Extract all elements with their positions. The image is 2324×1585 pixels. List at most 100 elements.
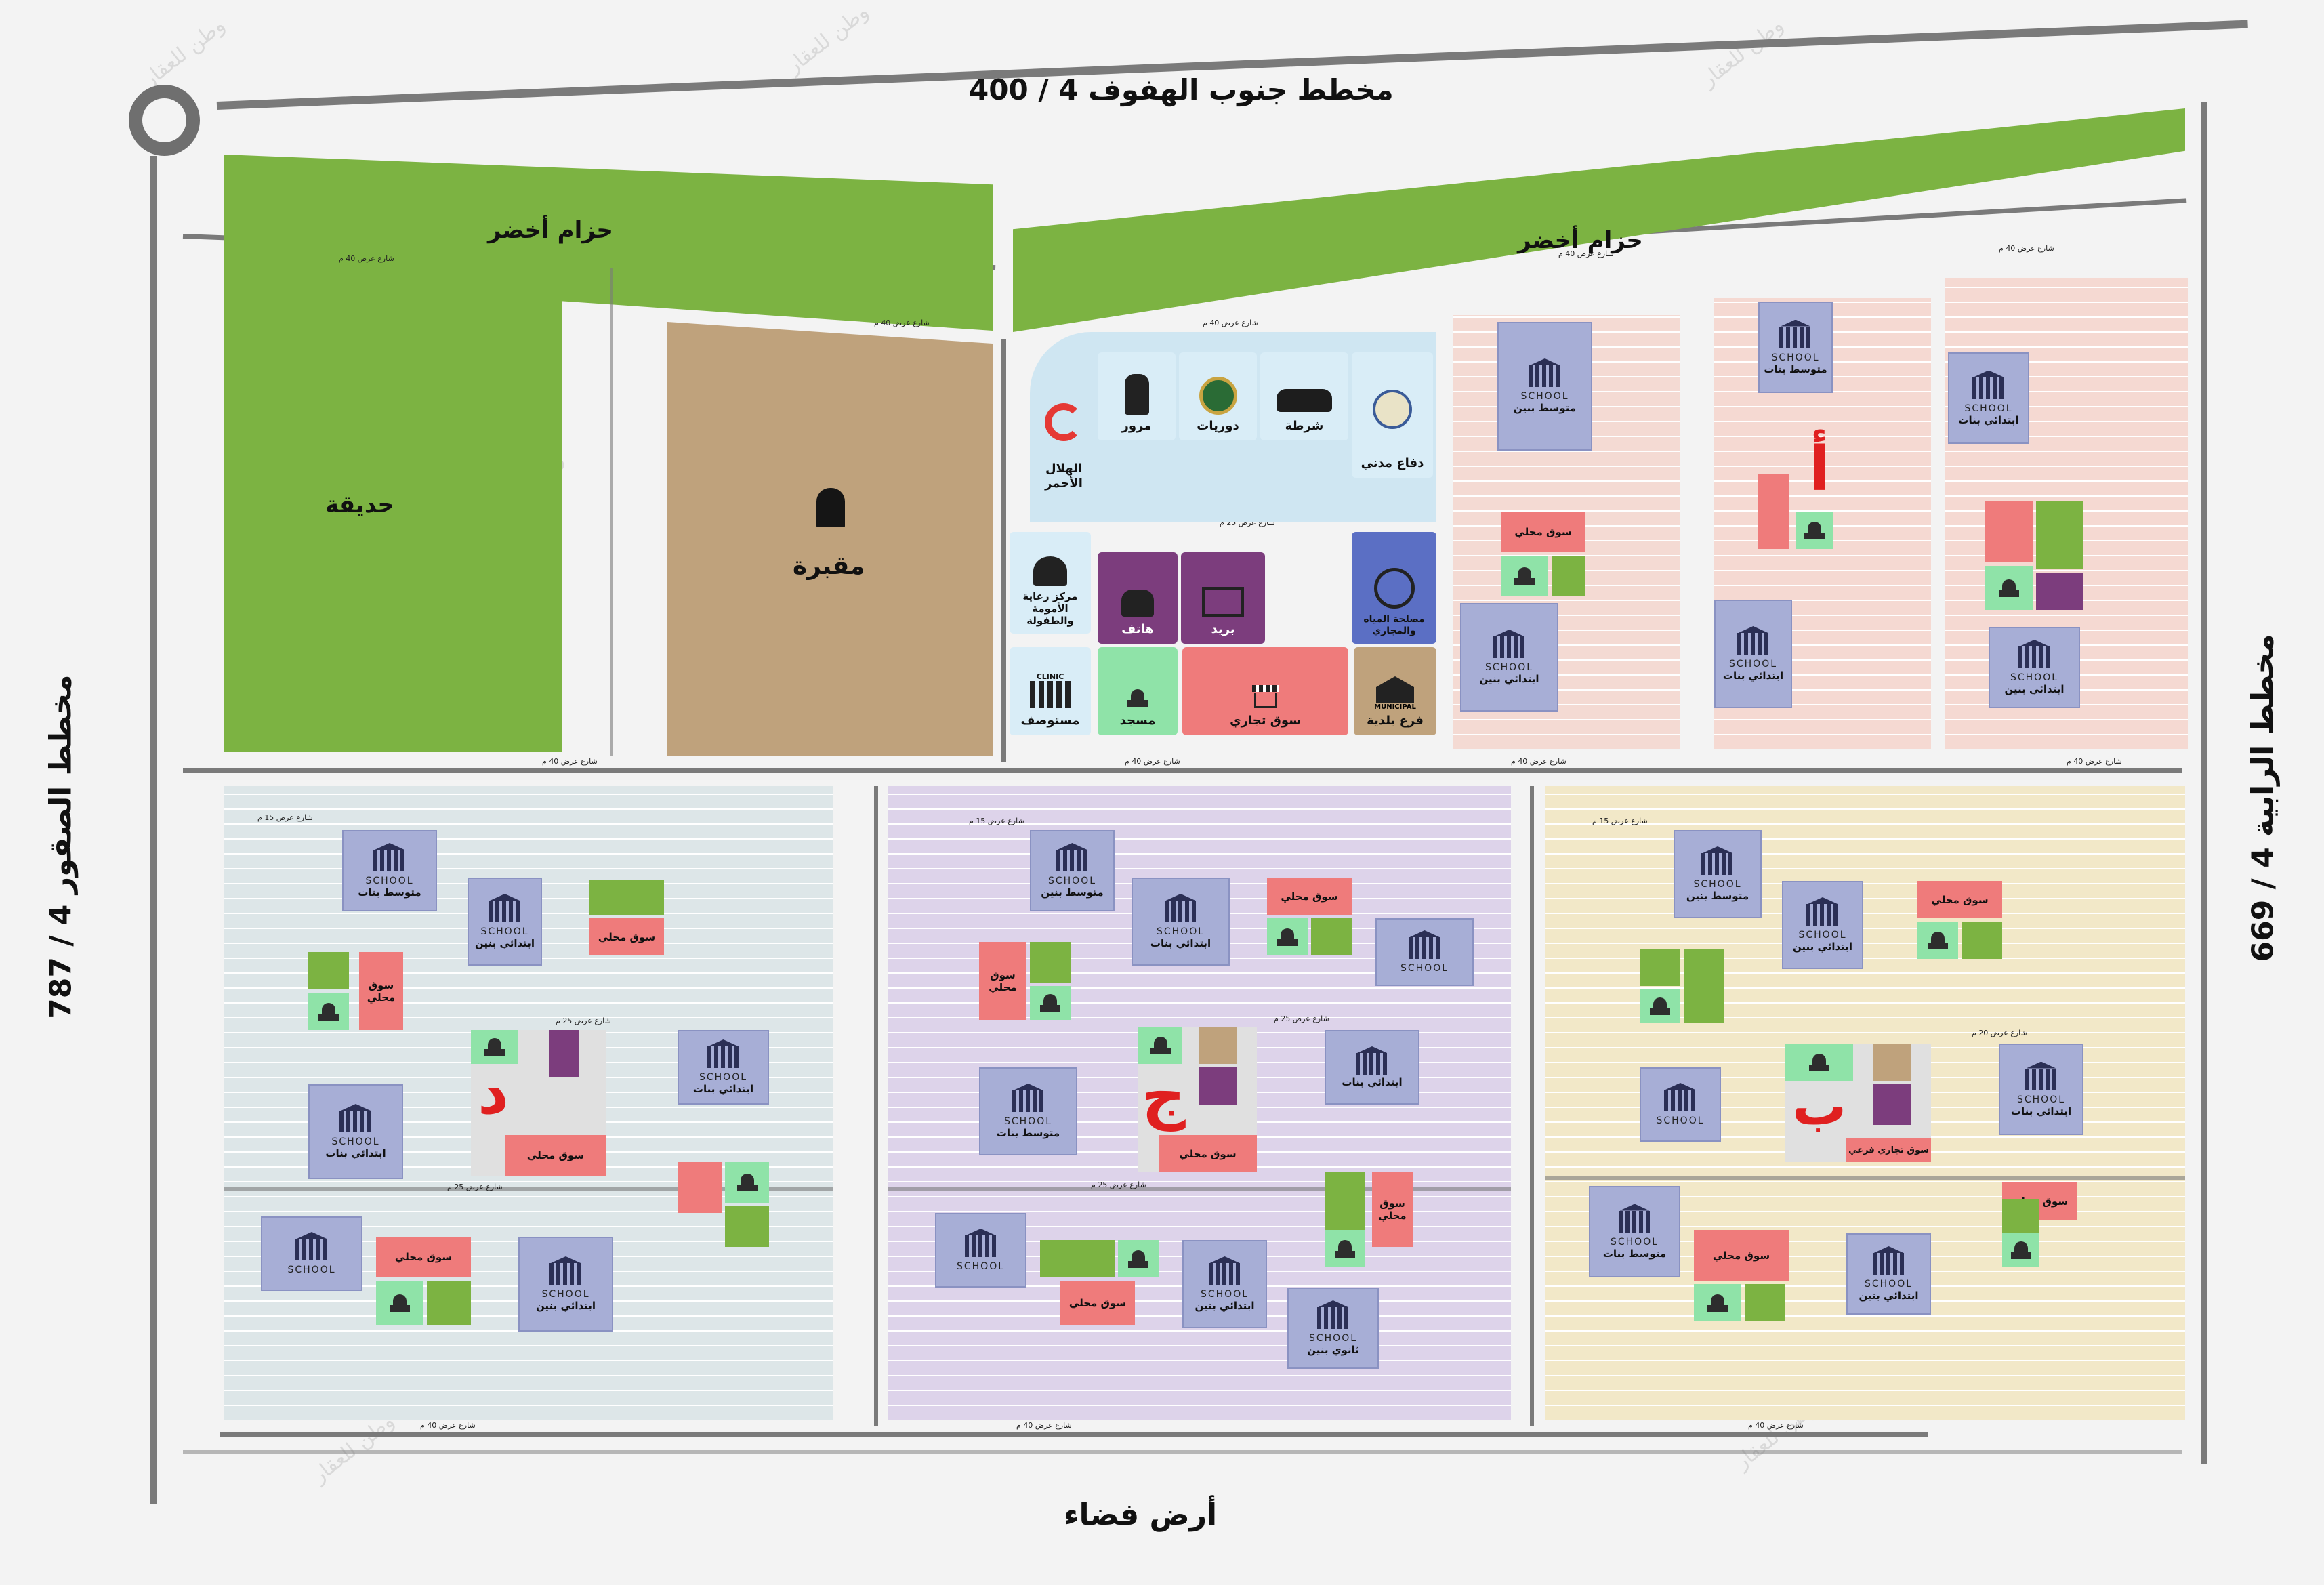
park-sw-4 (427, 1281, 471, 1325)
title-west: مخطط الصقور 4 / 787 (43, 674, 79, 1019)
municipal-se-3 (1873, 1044, 1911, 1081)
school-northeast-5: SCHOOL ابتدائي بنات (1948, 352, 2029, 444)
tombstone-icon (816, 488, 845, 527)
school-building-icon (1407, 930, 1443, 960)
school-northeast-2: SCHOOL ابتدائي بنين (1460, 603, 1558, 712)
street-label-25: شارع عرض 25 م (1091, 1180, 1146, 1189)
school-building-icon (1354, 1046, 1390, 1076)
cemetery-area (667, 322, 993, 756)
local-market-sc-1: سوق محلي (979, 942, 1026, 1020)
traffic-officer-icon (1124, 374, 1149, 415)
school-building-icon (487, 894, 522, 924)
patrol-emblem-icon (1199, 377, 1237, 415)
mosque-icon (1648, 996, 1672, 1016)
globe-water-icon (1373, 568, 1415, 609)
local-market-sw-3: سوق محلي (505, 1135, 606, 1176)
local-market-se-1: سوق محلي (1917, 881, 2002, 918)
street-label-40: شارع عرض 40 م (1748, 1421, 1804, 1430)
school-building-icon (1663, 1083, 1698, 1113)
school-northeast-4: SCHOOL ابتدائي بنات (1714, 600, 1792, 708)
mosque-icon (1803, 520, 1826, 541)
school-sw-1: SCHOOL متوسط بنات (342, 830, 437, 911)
mosque-icon (1513, 566, 1536, 586)
school-northeast-3: SCHOOL متوسط بنات (1758, 302, 1833, 393)
post-office-icon (1202, 587, 1244, 617)
street-label-25: شارع عرض 25 م (447, 1182, 503, 1191)
mosque-sw-5 (725, 1162, 769, 1203)
school-building-icon (294, 1232, 329, 1262)
civil-defense-facility: دفاع مدني (1352, 352, 1433, 478)
title-east: مخطط الرابية 4 / 669 (2245, 634, 2281, 962)
school-sc-2: SCHOOL ابتدائي بنات (1132, 878, 1230, 966)
patrols-facility: دوريات (1179, 352, 1257, 440)
mosque-sw-2 (308, 993, 349, 1030)
mosque-icon (317, 1002, 340, 1022)
local-market-se-4: سوق محلي (1694, 1230, 1789, 1281)
mosque-icon (388, 1293, 411, 1313)
street-label-40: شارع عرض 40 م (1999, 244, 2054, 253)
school-building-icon (1316, 1300, 1351, 1330)
sc-inner-road (888, 1187, 1511, 1191)
municipality-facility: MUNICIPAL فرع بلدية (1354, 647, 1436, 735)
mosque-se-5 (2002, 1233, 2039, 1267)
phone-facility: هاتف (1098, 552, 1178, 644)
street-label-40: شارع عرض 40 م (339, 254, 394, 263)
park-sc-1 (1030, 942, 1071, 983)
mosque-icon (483, 1037, 506, 1057)
sc-inner-road-v (1530, 786, 1534, 1426)
center-west-road (1001, 339, 1006, 762)
water-authority-facility: مصلحة المياه والمجاري (1352, 532, 1436, 644)
street-label-40: شارع عرض 40 م (874, 318, 930, 327)
local-market-sw-2: سوق محلي (359, 952, 403, 1030)
school-sc-7: SCHOOL ابتدائي بنين (1182, 1240, 1267, 1328)
school-building-icon (1805, 897, 1840, 927)
local-market-northeast-1: سوق محلي (1501, 512, 1585, 552)
street-label-25: شارع عرض 25 م (1274, 1014, 1329, 1023)
block-letter-jeem: ج (1142, 1061, 1186, 1132)
school-building-icon (1055, 843, 1090, 873)
watermark: وطن للعقار (138, 13, 230, 92)
school-se-1: SCHOOL متوسط بنين (1674, 830, 1762, 918)
park-se-5 (2002, 1199, 2039, 1233)
school-building-icon (338, 1104, 373, 1134)
mosque-sc-1 (1030, 986, 1071, 1020)
school-building-icon (2017, 640, 2052, 670)
mosque-sw-3 (471, 1030, 518, 1064)
school-sc-8: SCHOOL ثانوي بنين (1287, 1288, 1379, 1369)
park-sw-1 (589, 880, 664, 915)
school-building-icon (1736, 626, 1771, 656)
block-letter-alef: أ (1809, 434, 1830, 505)
mosque-se-2 (1640, 989, 1680, 1023)
childcare-facility: مركز رعاية الأمومة والطفولة (1010, 532, 1091, 634)
local-market-sc-5: سوق محلي (1372, 1172, 1413, 1247)
school-building-icon (548, 1256, 583, 1286)
street-label-40: شارع عرض 40 م (1511, 757, 1566, 766)
school-sc-6: SCHOOL (935, 1213, 1026, 1288)
school-northeast-6: SCHOOL ابتدائي بنين (1989, 627, 2080, 708)
green-belt-west-label: حزام أخضر (488, 217, 613, 244)
clinic-facility: CLINIC مستوصف (1010, 647, 1091, 735)
mosque-northeast-2 (1796, 512, 1833, 549)
civil-defense-emblem-icon (1373, 390, 1412, 429)
block-letter-dal: د (478, 1057, 510, 1128)
park-sw-2 (308, 952, 349, 989)
mosque-sc-4 (1118, 1240, 1159, 1277)
school-se-2: SCHOOL ابتدائي بنين (1782, 881, 1863, 969)
school-sc-4: SCHOOL متوسط بنات (979, 1067, 1077, 1155)
west-highway (150, 156, 157, 1504)
watermark: وطن للعقار (782, 0, 873, 79)
street-label-40: شارع عرض 40 م (542, 757, 598, 766)
park-cemetery-road (610, 268, 613, 756)
park-northeast-3 (2036, 501, 2083, 569)
roundabout-center (142, 98, 186, 142)
local-market-sw-4: سوق محلي (376, 1237, 471, 1277)
block-letter-ba: ب (1792, 1074, 1847, 1137)
sw-inner-road (224, 1187, 833, 1191)
traffic-facility: مرور (1098, 352, 1176, 440)
school-northeast-1: SCHOOL متوسط بنين (1497, 322, 1592, 451)
street-label-25: شارع عرض 25 م (556, 1016, 611, 1025)
mosque-sc-5 (1325, 1230, 1365, 1267)
childcare-icon (1033, 556, 1067, 586)
park-se-3 (1684, 949, 1724, 1023)
municipal-sign: MUNICIPAL (1374, 703, 1416, 711)
